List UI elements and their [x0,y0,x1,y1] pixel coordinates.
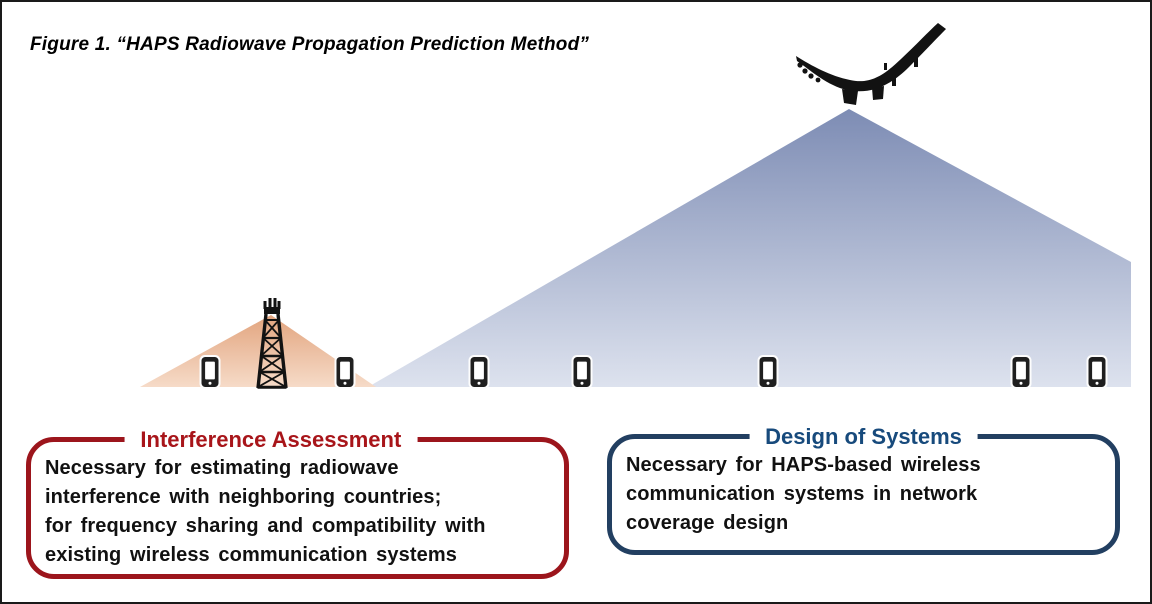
phone-icon [757,355,779,389]
phone-icon [199,355,221,389]
design-of-systems-text: Necessary for HAPS-based wireless commun… [626,454,981,534]
figure-caption: Figure 1. “HAPS Radiowave Propagation Pr… [30,34,590,55]
interference-assessment-text: Necessary for estimating radiowave inter… [45,457,486,566]
interference-assessment-title: Interference Assessment [124,427,418,453]
radio-tower-icon [256,298,288,389]
phone-icon [1010,355,1032,389]
phone-icon [334,355,356,389]
design-of-systems-box: Design of Systems Necessary for HAPS-bas… [607,424,1120,555]
tower-coverage-cone [140,315,376,387]
haps-coverage-cone [368,109,1131,387]
phone-icon [1086,355,1108,389]
design-of-systems-title: Design of Systems [749,424,978,450]
phone-icon [468,355,490,389]
interference-assessment-box: Interference Assessment Necessary for es… [26,427,569,579]
haps-aircraft-icon [796,23,946,105]
propagation-scene [140,23,1131,389]
phone-icon [571,355,593,389]
